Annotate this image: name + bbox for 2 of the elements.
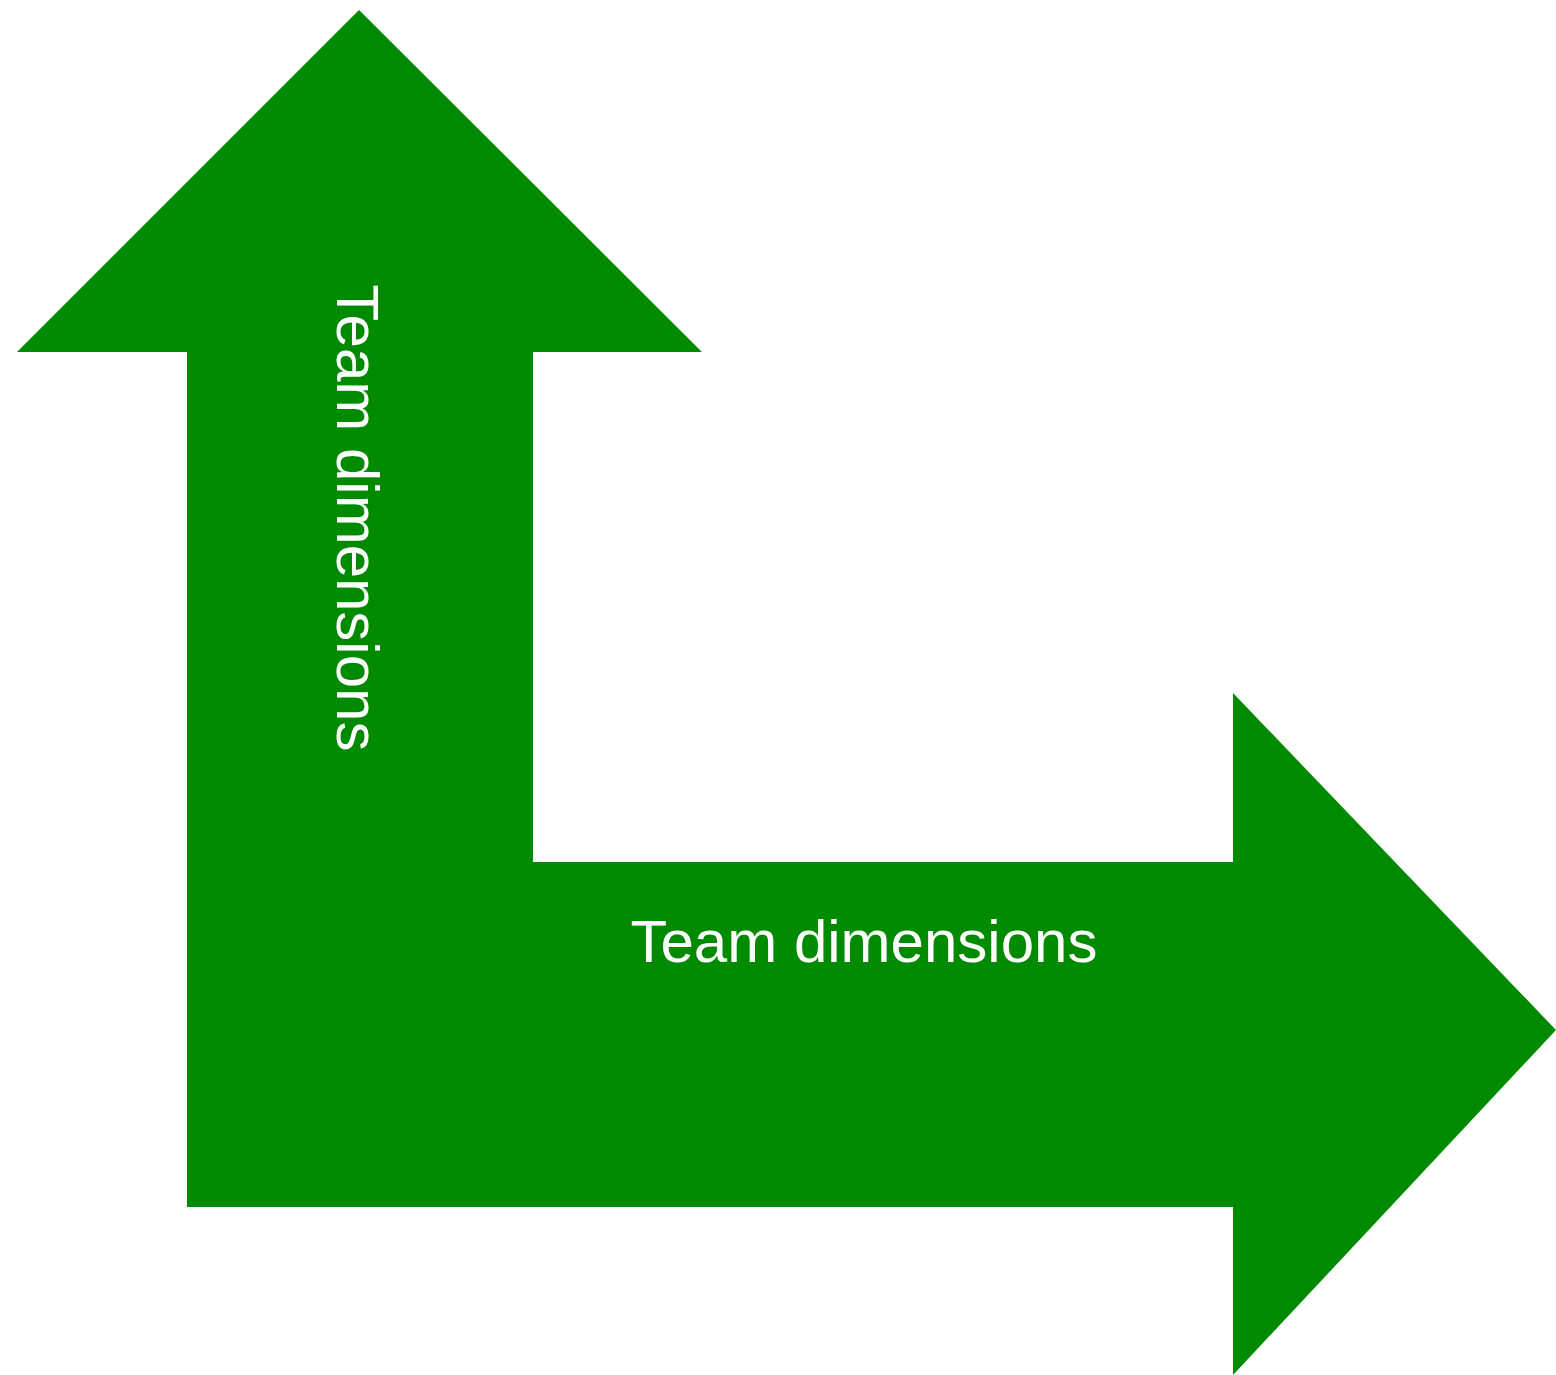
axis-label: Team dimensions xyxy=(326,284,387,752)
axis-label: Team dimensions xyxy=(630,912,1098,972)
